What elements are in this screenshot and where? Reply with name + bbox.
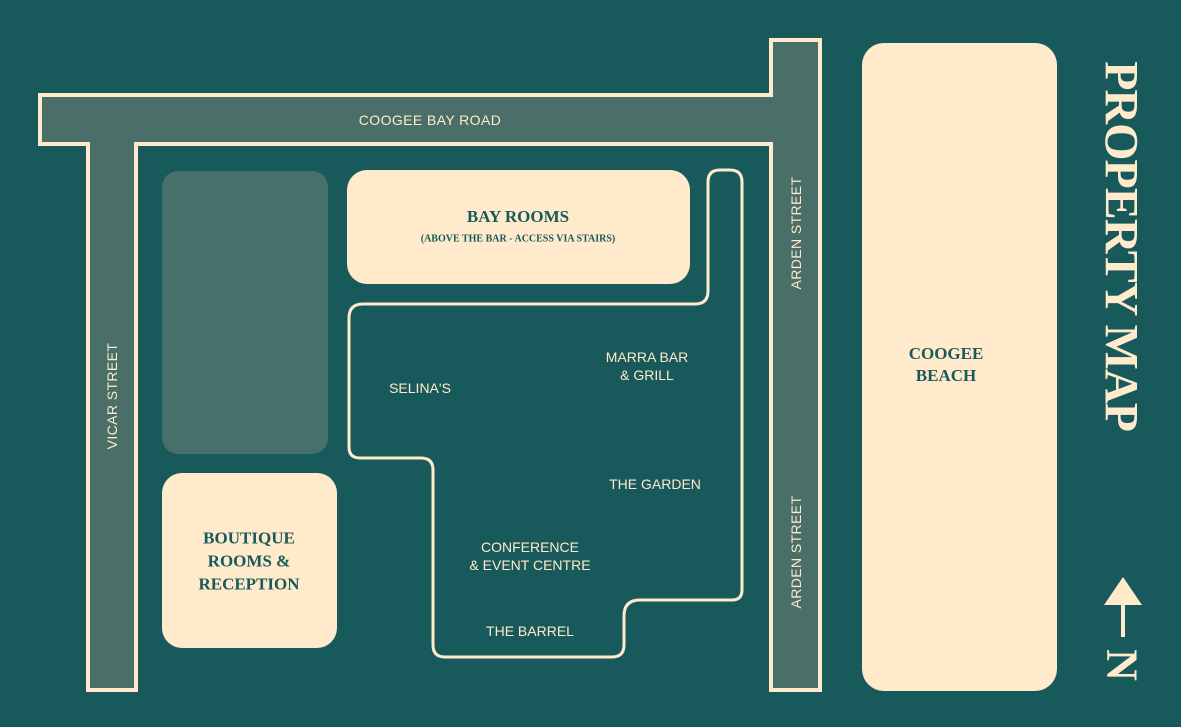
- road-network: [38, 38, 822, 692]
- boutique-block: [162, 473, 337, 648]
- coogee-bay-road-label: COOGEE BAY ROAD: [358, 112, 502, 128]
- bay-rooms-title: BAY ROOMS: [466, 207, 570, 226]
- beach-block: [862, 43, 1057, 691]
- marra-bar-label: MARRA BAR & GRILL: [605, 349, 689, 383]
- selinas-label: SELINA'S: [389, 380, 451, 396]
- property-map-title: PROPERTY MAP: [1094, 61, 1148, 431]
- the-barrel-label: THE BARREL: [486, 623, 574, 639]
- vicar-street-label: VICAR STREET: [104, 342, 120, 450]
- conference-centre-label: CONFERENCE & EVENT CENTRE: [469, 539, 591, 573]
- venue-outline: [347, 168, 744, 659]
- the-garden-label: THE GARDEN: [609, 476, 701, 492]
- boutique-rooms-label: BOUTIQUE ROOMS & RECEPTION: [198, 528, 300, 594]
- arden-street-lower-label: ARDEN STREET: [788, 495, 804, 609]
- bay-rooms-subtitle: (ABOVE THE BAR - ACCESS VIA STAIRS): [420, 233, 616, 245]
- unlabelled-block: [162, 171, 328, 454]
- north-letter: N: [1097, 649, 1147, 681]
- north-arrow-icon: [1104, 577, 1142, 637]
- arden-street-upper-label: ARDEN STREET: [788, 176, 804, 290]
- bay-rooms-block: [347, 170, 690, 284]
- coogee-beach-label: COOGEE BEACH: [908, 344, 984, 385]
